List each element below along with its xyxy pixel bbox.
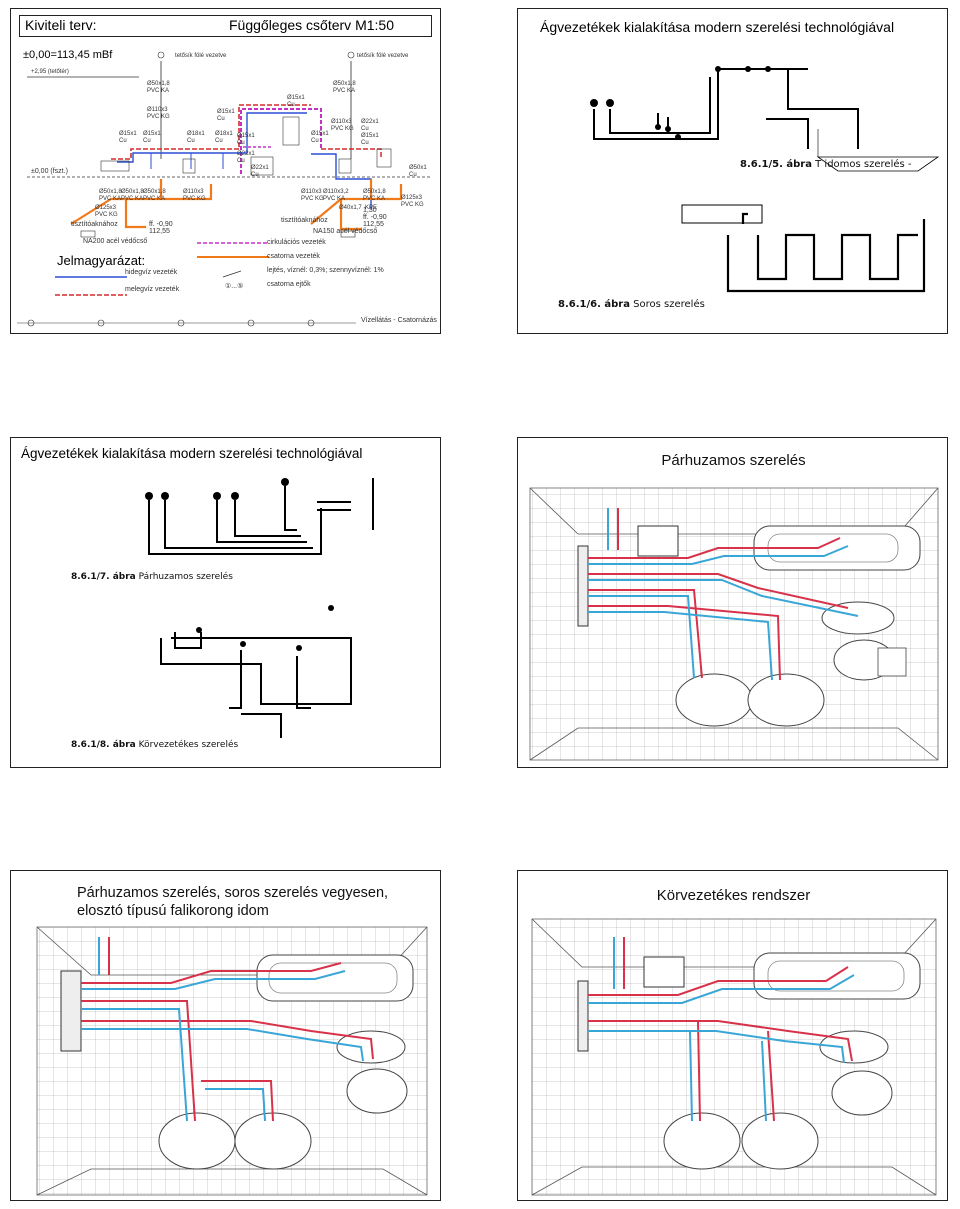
legend-slope: lejtés, víznél: 0,3%; szennyvíznél: 1% [267,267,384,274]
note-pipe: Ø110x3 PVC KG [301,189,324,202]
caption-fig-7-number: 8.6.1/7. ábra [71,572,136,582]
plan-title-left: Kiviteli terv: [25,17,97,33]
legend-circulation: cirkulációs vezeték [267,239,326,246]
caption-fig-5-number: 8.6.1/5. ábra [740,159,812,170]
steel-sleeve-2: NA150 acél védőcső [313,228,378,235]
caption-fig-8-number: 8.6.1/8. ábra [71,740,136,750]
legend-cold: hidegvíz vezeték [125,269,178,276]
note-pipe: Ø22x1 Cu [361,119,379,132]
note-pipe: Ø15x1 Cu [311,131,329,144]
note-roof-1: tetősík fölé vezetve [175,53,227,59]
note-pipe: Ø50x1,8 PVC KA [363,189,386,202]
slide-mixed-manifold: Párhuzamos szerelés, soros szerelés vegy… [10,870,441,1201]
steel-sleeve-1: NA200 acél védőcső [83,238,148,245]
note-roof-2: tetősík fölé vezetve [357,53,409,59]
caption-fig-8: 8.6.1/8. ábra Körvezetékes szerelés [71,740,238,750]
level-ground: ±0,00 (fszt.) [31,168,68,175]
note-pipe: Ø40x1,7 KPE [339,205,378,211]
clean-out-2: tisztítóaknához [281,217,328,224]
slide-parallel-bathroom: Párhuzamos szerelés [517,437,948,768]
note-pipe: Ø22x1 Cu [237,151,255,164]
note-pipe: Ø18x1 Cu [215,131,233,144]
caption-fig-6-number: 8.6.1/6. ábra [558,299,630,310]
parallel-bathroom-drawing [529,487,939,761]
caption-fig-7: 8.6.1/7. ábra Párhuzamos szerelés [71,572,233,582]
note-pipe: Ø50x1 Cu [409,165,427,178]
note-pipe: Ø15x1 Cu [217,109,235,122]
note-pipe: Ø125x3 PVC KG [401,195,424,208]
note-pipe: Ø15x1 Cu [237,133,255,146]
legend-drop-symbol: ①...⑤ [225,283,244,290]
note-pipe: Ø15x1 Cu [361,133,379,146]
note-pipe: Ø125x3 PVC KG [95,205,118,218]
slide-parallel-and-loop: Ágvezetékek kialakítása modern szerelési… [10,437,441,768]
caption-fig-5-text: T idomos szerelés [815,159,905,170]
clean-out-1: tisztítóaknához [71,221,118,228]
plan-title-right: Függőleges csőterv M1:50 [229,17,394,33]
note-pipe: Ø110x3 PVC KG [147,107,170,120]
legend-sewer: csatorna vezeték [267,253,320,260]
note-pipe: Ø110x3,2 PVC KA [323,189,349,202]
caption-fig-5: 8.6.1/5. ábra T idomos szerelés - [740,159,912,170]
note-pipe: Ø18x1 Cu [187,131,205,144]
level-main: ±0,00=113,45 mBf [23,49,113,61]
slide4-title: Párhuzamos szerelés [661,452,806,469]
caption-fig-5-extra: - [907,159,912,170]
level-roof: +2,95 (tetőtér) [31,69,69,75]
note-pipe: Ø50x1,8 PVC KA [147,81,170,94]
slide2-title: Ágvezetékek kialakítása modern szerelési… [540,19,895,35]
caption-fig-6: 8.6.1/6. ábra Soros szerelés [558,299,705,310]
slide5-title-line1: Párhuzamos szerelés, soros szerelés vegy… [77,885,389,901]
note-pipe: Ø50x1,8 PVC KA [121,189,144,202]
slide5-title-line2: elosztó típusú falikorong idom [77,903,269,919]
mixed-manifold-drawing [36,926,428,1196]
note-pipe: Ø15x1 Cu [143,131,161,144]
loop-system-drawing [531,918,937,1196]
slide-plumbing-plan: Kiviteli terv: Függőleges csőterv M1:50 … [10,8,441,334]
elevation-2: 1,30 ff. -0,90 112,55 [363,207,387,228]
plan-title-bar [19,15,432,37]
slide3-title: Ágvezetékek kialakítása modern szerelési… [21,446,363,461]
caption-fig-8-text: Körvezetékes szerelés [138,740,239,750]
note-pipe: Ø15x1 Cu [287,95,305,108]
legend-drop: csatorna ejtők [267,281,311,288]
legend-title: Jelmagyarázat: [57,253,146,268]
note-pipe: Ø110x3 PVC KG [331,119,354,132]
plan-drawing [17,51,431,327]
elevation-1: ff. -0,90 112,55 [149,221,173,235]
note-pipe: Ø50x1,8 PVC KA [143,189,166,202]
caption-fig-6-text: Soros szerelés [633,299,705,310]
slide6-title: Körvezetékes rendszer [656,887,811,904]
note-pipe: Ø110x3 PVC KG [183,189,206,202]
tee-series-drawing [590,66,940,293]
note-pipe: Ø22x1 Cu [251,165,269,178]
slide-tee-and-series: Ágvezetékek kialakítása modern szerelési… [517,8,948,334]
parallel-loop-drawing [145,478,374,738]
note-pipe: Ø50x1,8 PVC KA [333,81,356,94]
note-pipe: Ø50x1,8 PVC KA [99,189,122,202]
note-pipe: Ø15x1 Cu [119,131,137,144]
plan-footer: Vízellátás - Csatornázás [361,317,437,324]
legend-hot: melegvíz vezeték [125,286,180,293]
caption-fig-7-text: Párhuzamos szerelés [138,572,233,582]
slide-loop-system: Körvezetékes rendszer [517,870,948,1201]
